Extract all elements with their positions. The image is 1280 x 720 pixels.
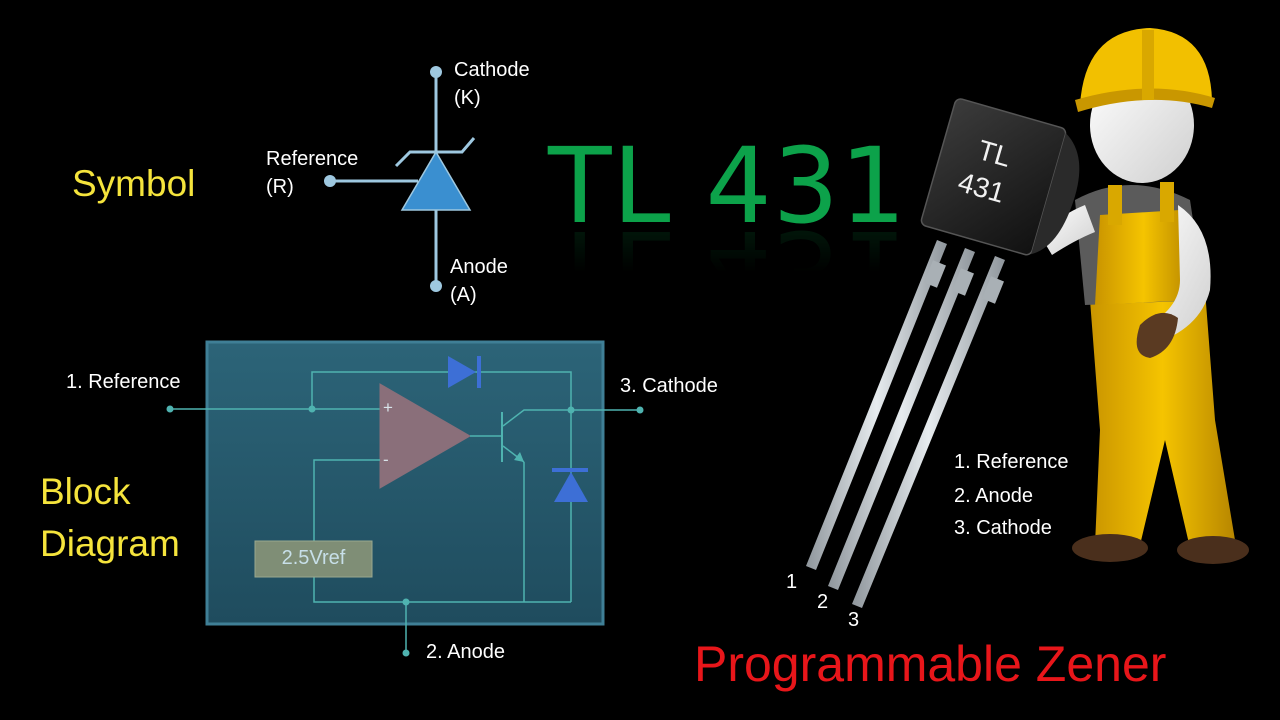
package-pinout-1: 1. Reference [954, 451, 1069, 473]
symbol-reference-label: Reference [266, 148, 359, 170]
package-pinout-3: 3. Cathode [954, 517, 1052, 539]
main-title: TL 431 [548, 125, 908, 247]
worker-figure [1040, 28, 1249, 564]
symbol-cathode-abbr: (K) [454, 87, 481, 109]
block-pin-cathode-label: 3. Cathode [620, 375, 718, 397]
block-reference-terminal [166, 405, 174, 413]
opamp-plus-sign: + [383, 398, 393, 417]
symbol-anode-terminal [430, 280, 442, 292]
vref-box [254, 540, 373, 578]
symbol-cathode-terminal [430, 66, 442, 78]
package-lead-2-label: 2 [817, 591, 829, 613]
block-opamp [379, 383, 471, 489]
symbol-reference-terminal [324, 175, 336, 187]
package-lead-1-label: 1 [786, 571, 798, 593]
block-anode-terminal [402, 649, 410, 657]
block-top-diode [448, 356, 476, 388]
block-diagram-heading-line1: Block [40, 471, 131, 512]
symbol-anode-label: Anode [450, 256, 508, 278]
package-leads [806, 240, 1005, 608]
package-pinout-2: 2. Anode [954, 485, 1033, 507]
block-cathode-terminal [636, 406, 644, 414]
package-lead-3-label: 3 [848, 609, 860, 631]
opamp-minus-sign: - [383, 450, 389, 469]
subtitle: Programmable Zener [694, 636, 1167, 692]
block-pin-reference-label: 1. Reference [66, 371, 181, 393]
block-diagram-heading-line2: Diagram [40, 523, 180, 564]
symbol-reference-abbr: (R) [266, 176, 294, 198]
symbol-cathode-label: Cathode [454, 59, 530, 81]
symbol-heading: Symbol [72, 163, 196, 204]
to92-package [920, 98, 1080, 256]
vref-label: 2.5Vref [281, 547, 346, 569]
block-pin-anode-label: 2. Anode [426, 641, 505, 663]
symbol-anode-abbr: (A) [450, 284, 477, 306]
block-zener-diode [554, 472, 588, 502]
